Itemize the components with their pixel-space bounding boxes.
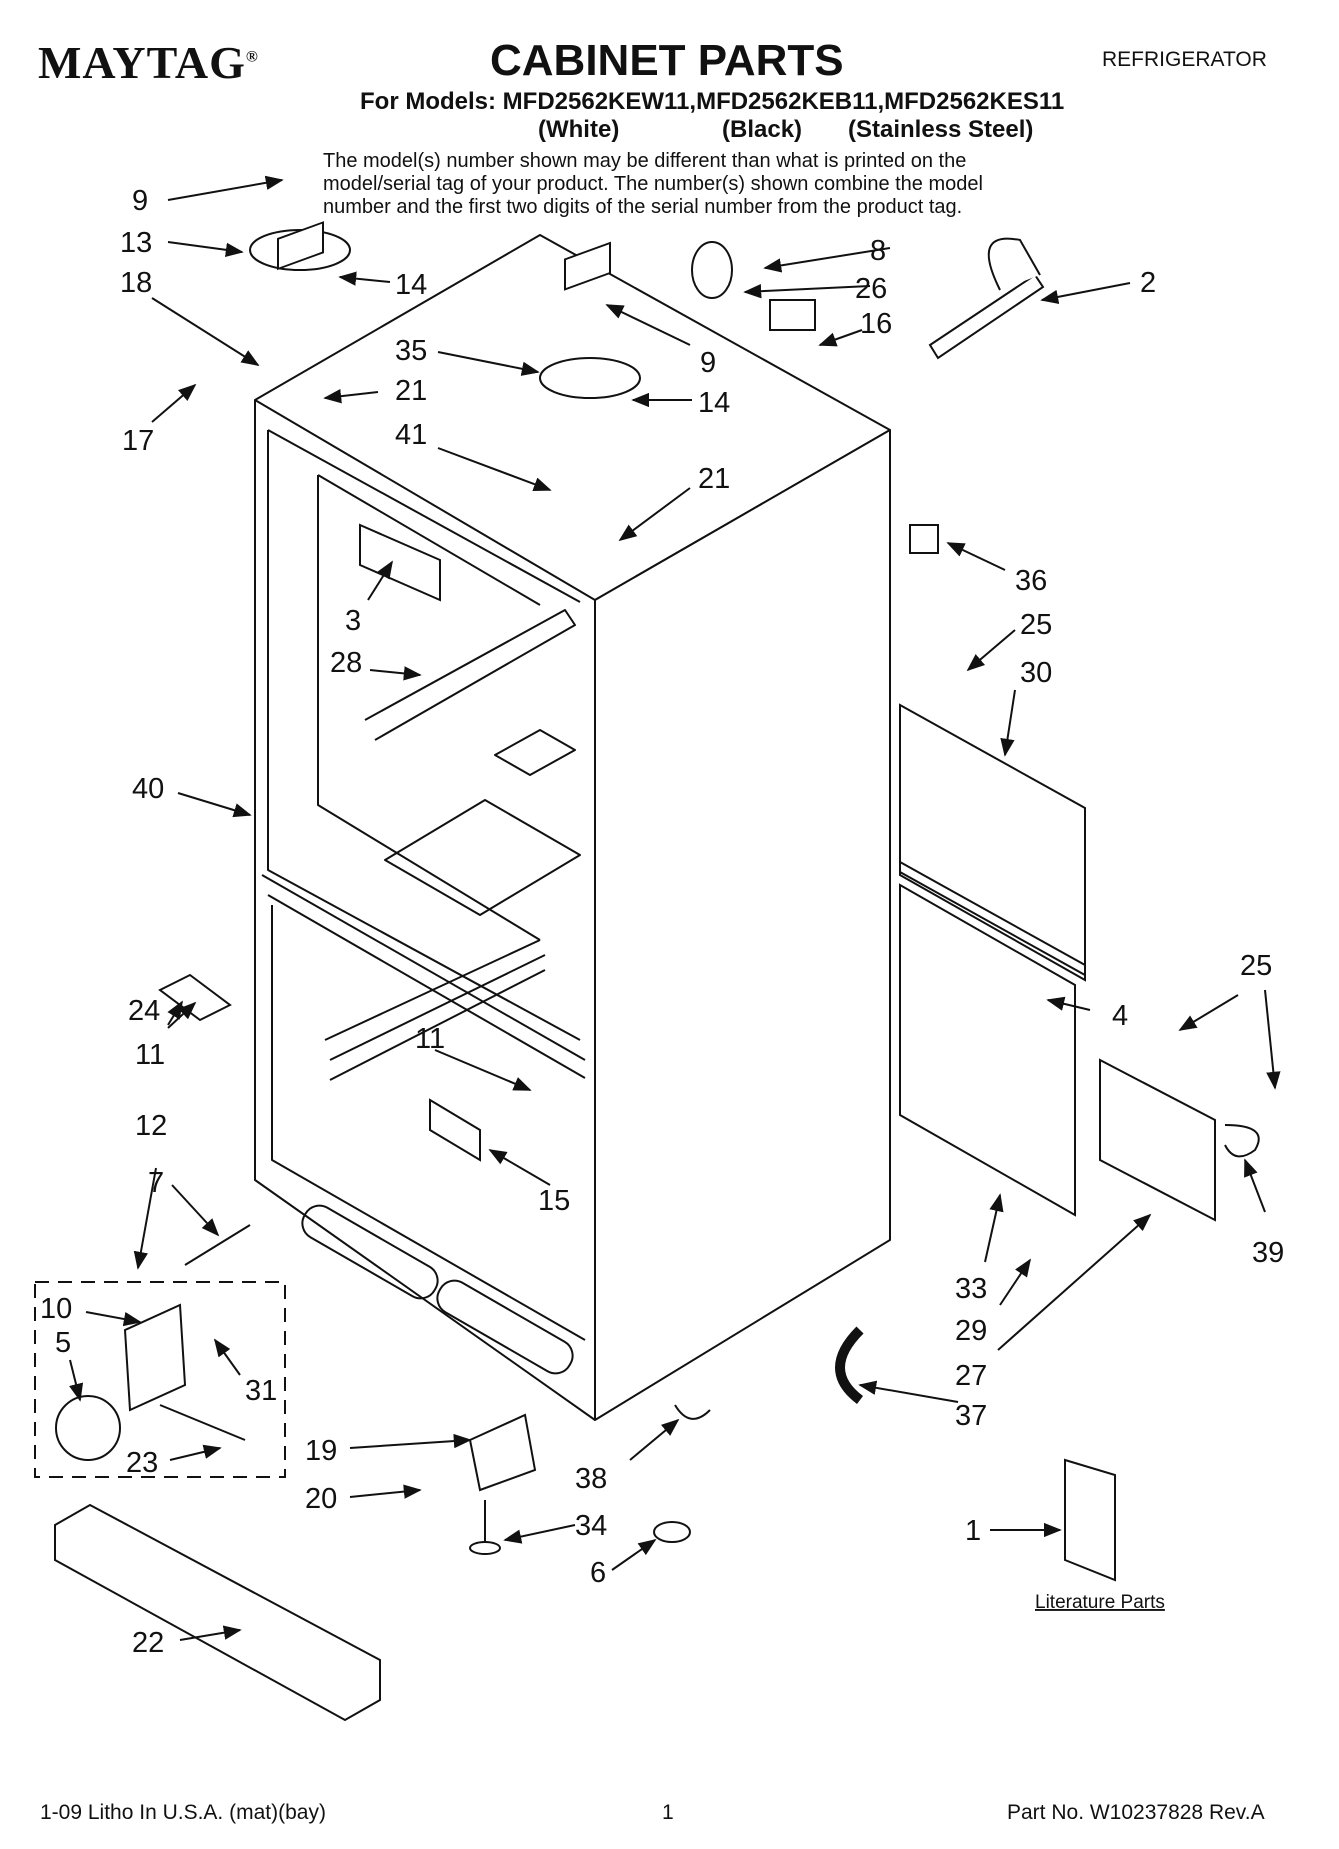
cabinet-shell <box>254 234 891 1421</box>
callout-6: 6 <box>590 1557 606 1589</box>
callout-3: 3 <box>345 605 361 637</box>
note-line: number and the first two digits of the s… <box>323 196 963 218</box>
callout-8: 8 <box>870 235 886 267</box>
callout-13: 13 <box>120 227 152 259</box>
callout-labels: 9 13 18 14 17 21 35 41 9 14 21 8 26 16 2… <box>40 185 1284 1659</box>
callout-25b: 25 <box>1240 950 1272 982</box>
callout-1: 1 <box>965 1515 981 1547</box>
callout-15: 15 <box>538 1185 570 1217</box>
callout-37: 37 <box>955 1400 987 1432</box>
callout-31: 31 <box>245 1375 277 1407</box>
callout-26: 26 <box>855 273 887 305</box>
callout-11b: 11 <box>415 1023 445 1055</box>
callout-24: 24 <box>128 995 160 1027</box>
page-title: CABINET PARTS <box>490 36 844 85</box>
callout-11: 11 <box>135 1039 165 1071</box>
callout-14b: 14 <box>698 387 730 419</box>
registered-mark: ® <box>245 48 259 66</box>
variant-white: (White) <box>538 116 620 143</box>
callout-22: 22 <box>132 1627 164 1659</box>
model-number-note: The model(s) number shown may be differe… <box>323 150 1123 219</box>
note-line: model/serial tag of your product. The nu… <box>323 173 983 195</box>
callout-38: 38 <box>575 1463 607 1495</box>
callout-25: 25 <box>1020 609 1052 641</box>
callout-39: 39 <box>1252 1237 1284 1269</box>
page-number: 1 <box>662 1801 674 1824</box>
callout-27: 27 <box>955 1360 987 1392</box>
callout-40: 40 <box>132 773 164 805</box>
callout-4: 4 <box>1112 1000 1128 1032</box>
models-line: For Models: MFD2562KEW11,MFD2562KEB11,MF… <box>360 88 1065 115</box>
callout-41: 41 <box>395 419 427 451</box>
cabinet-parts-shapes <box>54 221 1260 1722</box>
callout-19: 19 <box>305 1435 337 1467</box>
callout-12: 12 <box>135 1110 167 1142</box>
callout-18: 18 <box>120 267 152 299</box>
appliance-category: REFRIGERATOR <box>1102 48 1267 71</box>
callout-34: 34 <box>575 1510 607 1542</box>
callout-2: 2 <box>1140 267 1156 299</box>
part-number: Part No. W10237828 Rev.A <box>1007 1801 1265 1824</box>
brand-logo: MAYTAG® <box>38 36 259 89</box>
callout-17: 17 <box>122 425 154 457</box>
callout-20: 20 <box>305 1483 337 1515</box>
callout-33: 33 <box>955 1273 987 1305</box>
note-line: The model(s) number shown may be differe… <box>323 150 967 172</box>
literature-parts-label: Literature Parts <box>1035 1592 1165 1613</box>
callout-9b: 9 <box>700 347 716 379</box>
callout-28: 28 <box>330 647 362 679</box>
callout-23: 23 <box>126 1447 158 1479</box>
leader-lines <box>69 175 1281 1641</box>
callout-36: 36 <box>1015 565 1047 597</box>
brand-name: MAYTAG <box>38 37 246 88</box>
callout-9: 9 <box>132 185 148 217</box>
callout-21b: 21 <box>698 463 730 495</box>
callout-29: 29 <box>955 1315 987 1347</box>
print-info: 1-09 Litho In U.S.A. (mat)(bay) <box>40 1801 326 1824</box>
callout-7: 7 <box>148 1167 164 1199</box>
callout-16: 16 <box>860 308 892 340</box>
callout-21: 21 <box>395 375 427 407</box>
variant-stainless: (Stainless Steel) <box>848 116 1034 143</box>
callout-10: 10 <box>40 1293 72 1325</box>
callout-35: 35 <box>395 335 427 367</box>
callout-30: 30 <box>1020 657 1052 689</box>
variant-black: (Black) <box>722 116 803 143</box>
ice-kit-group-box <box>34 1281 286 1478</box>
callout-14: 14 <box>395 269 427 301</box>
callout-5: 5 <box>55 1327 71 1359</box>
